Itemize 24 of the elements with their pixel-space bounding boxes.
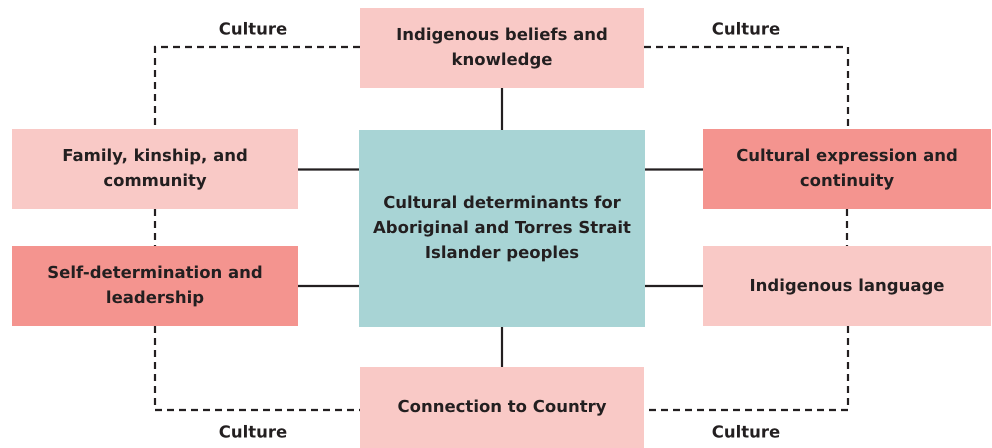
dashed-connector [154,209,156,246]
dashed-connector [846,209,848,246]
category-box [360,8,644,88]
connector-line [298,168,359,171]
box-label: Family, kinship, and community [61,145,249,192]
box-label: Connection to Country [398,396,606,418]
box-label: Cultural expression and continuity [735,145,959,192]
central-box [359,130,645,327]
category-box [703,129,991,209]
category-box [12,246,298,326]
connector-line [645,168,703,171]
box-label: Indigenous language [750,274,944,297]
category-box [360,367,644,448]
connector-line [298,284,359,288]
box-label: Self-determination and leadership [46,262,264,309]
connector-line [500,327,504,367]
dashed-connector [154,326,360,412]
connector-line [500,88,504,130]
category-box [12,129,298,209]
category-box [703,246,991,326]
box-label: Indigenous beliefs and knowledge [395,24,609,71]
box-label: Cultural determinants for Aboriginal and Torres Strait Islander peoples [372,192,632,264]
connector-line [645,284,703,288]
dashed-connector [644,46,850,129]
